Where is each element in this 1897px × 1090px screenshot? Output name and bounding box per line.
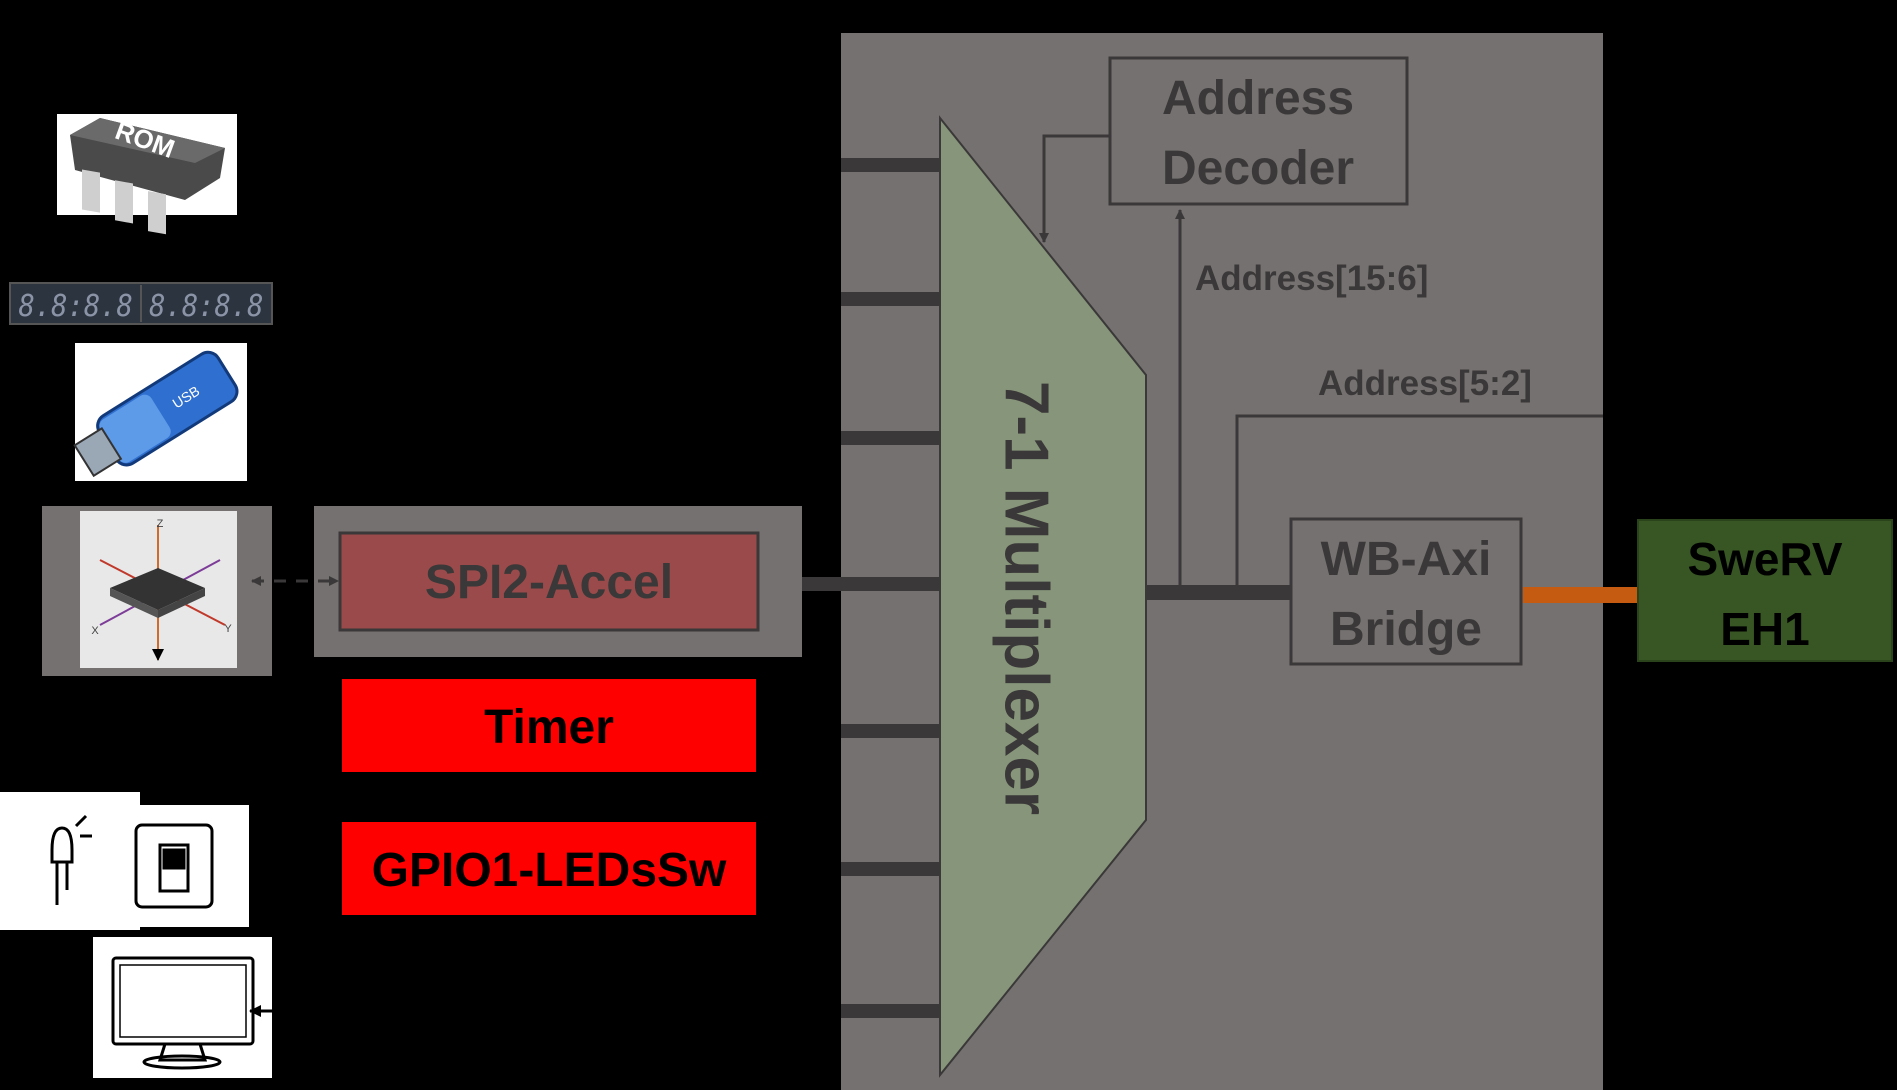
- address-decoder-label-line2: Decoder: [1162, 142, 1354, 195]
- timer-label: Timer: [484, 701, 614, 754]
- spi2-accel-box: [338, 531, 760, 632]
- seven-seg-text: 8.8:8.8 8.8:8.8: [19, 289, 264, 324]
- bridge-label-line2: Bridge: [1330, 603, 1482, 656]
- toggle-switch-icon: [134, 823, 214, 909]
- monitor-icon: [93, 937, 272, 1078]
- multiplexer-label: 7-1 Multiplexer: [992, 381, 1061, 815]
- multiplexer-shape: [939, 115, 1147, 1078]
- wb-axi-bridge-box: [1289, 517, 1523, 666]
- main-bus: [1146, 585, 1291, 600]
- accelerometer-chip-icon: Z X Y: [80, 511, 237, 668]
- select-line: [1039, 134, 1110, 243]
- axis-x-label: X: [91, 625, 99, 637]
- rom-chip-icon: ROM: [57, 114, 237, 235]
- mux-input-stub: [841, 431, 940, 445]
- gpio-label: GPIO1-LEDsSw: [372, 844, 727, 897]
- core-label-line1: SweRV: [1687, 533, 1842, 585]
- address-decoder-label-line1: Address: [1162, 72, 1354, 125]
- mux-input-stub: [841, 1004, 940, 1018]
- led-icon: [50, 814, 92, 905]
- mux-input-stub: [841, 724, 940, 738]
- led-switch-panel: [0, 792, 249, 930]
- address-decoder-box: [1108, 56, 1409, 206]
- mux-input-stubs: [762, 158, 940, 1018]
- mux-input-stub: [841, 862, 940, 876]
- axi-link: [1523, 587, 1638, 603]
- address-low-label: Address[5:2]: [1318, 364, 1532, 403]
- axis-y-label: Y: [224, 623, 232, 635]
- gpio-box: [342, 822, 756, 915]
- usb-flash-drive-icon: USB: [73, 343, 247, 481]
- mux-input-stub: [841, 158, 940, 172]
- address-high-label: Address[15:6]: [1195, 259, 1428, 298]
- mux-input-stub: [762, 577, 940, 591]
- mux-input-stub: [841, 292, 940, 306]
- timer-box: [342, 679, 756, 772]
- spi2-accel-label: SPI2-Accel: [425, 556, 673, 609]
- swerv-core-box: [1637, 519, 1893, 662]
- bridge-label-line1: WB-Axi: [1321, 533, 1492, 586]
- address-low-line: [1235, 414, 1603, 592]
- axis-z-label: Z: [157, 518, 164, 530]
- seven-segment-display-icon: 8.8:8.8 8.8:8.8: [9, 282, 273, 325]
- core-label-line2: EH1: [1720, 603, 1809, 655]
